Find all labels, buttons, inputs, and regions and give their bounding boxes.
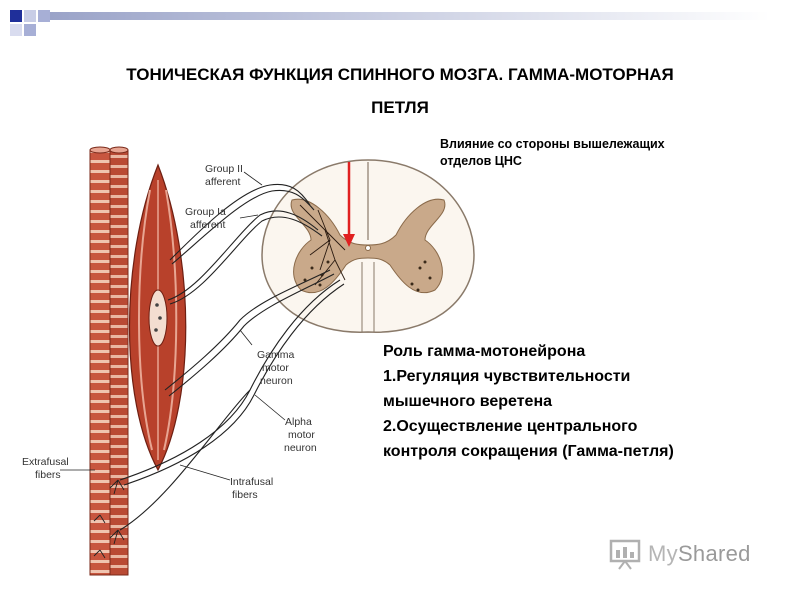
slide-title-line1: ТОНИЧЕСКАЯ ФУНКЦИЯ СПИННОГО МОЗГА. ГАММА… <box>126 65 674 84</box>
nerve-fibers <box>60 171 345 531</box>
role-item2-line1: 2.Осуществление центрального <box>383 418 638 435</box>
slide-title-line2: ПЕТЛЯ <box>371 98 429 117</box>
gamma-motor-neuron-label-line1: Gamma <box>257 349 295 361</box>
gamma-motor-neuron-label-line2: motor <box>262 362 289 374</box>
extrafusal-fibers-label-line1: Extrafusal <box>22 456 69 468</box>
gamma-loop-diagram: Group II afferent Group Ia afferent Gamm… <box>22 146 475 576</box>
corner-decoration <box>10 10 770 36</box>
cns-influence-note: Влияние со стороны вышележащих отделов Ц… <box>440 136 740 170</box>
intrafusal-fibers-label-line2: fibers <box>232 489 258 501</box>
cns-note-line2: отделов ЦНС <box>440 154 522 168</box>
extrafusal-fibers <box>89 146 129 576</box>
role-item2-line2: контроля сокращения (Гамма-петля) <box>383 443 674 460</box>
spinal-cord-section <box>261 159 475 333</box>
presentation-board-icon <box>609 539 641 570</box>
alpha-motor-neuron-label-line2: motor <box>288 429 315 441</box>
logo-text-my: My <box>648 541 678 566</box>
intrafusal-fibers-label-line1: Intrafusal <box>230 476 273 488</box>
role-item1-line2: мышечного веретена <box>383 393 553 410</box>
gamma-motor-neuron-label-line3: neuron <box>260 375 293 387</box>
extrafusal-fibers-label-line2: fibers <box>35 469 61 481</box>
motor-end-plates <box>93 479 125 559</box>
alpha-motor-neuron-label-line1: Alpha <box>285 416 312 428</box>
cns-note-line1: Влияние со стороны вышележащих <box>440 137 665 151</box>
alpha-motor-neuron-label-line3: neuron <box>284 442 317 454</box>
logo-text: MyShared <box>648 541 751 567</box>
group1a-afferent-label-line2: afferent <box>190 219 225 231</box>
cns-influence-arrow <box>343 162 355 247</box>
role-item1-line1: 1.Регуляция чувствительности <box>383 368 631 385</box>
muscle-spindle <box>128 163 187 472</box>
slide-title: ТОНИЧЕСКАЯ ФУНКЦИЯ СПИННОГО МОЗГА. ГАММА… <box>40 58 760 124</box>
logo-text-shared: Shared <box>677 541 751 566</box>
role-heading: Роль гамма-мотонейрона <box>383 343 586 360</box>
gamma-neuron-role-block: Роль гамма-мотонейрона 1.Регуляция чувст… <box>383 340 783 465</box>
myshared-logo: MyShared <box>608 536 751 572</box>
group2-afferent-label-line1: Group II <box>205 163 243 175</box>
group1a-afferent-label-line1: Group Ia <box>185 206 226 218</box>
group2-afferent-label-line2: afferent <box>205 176 240 188</box>
